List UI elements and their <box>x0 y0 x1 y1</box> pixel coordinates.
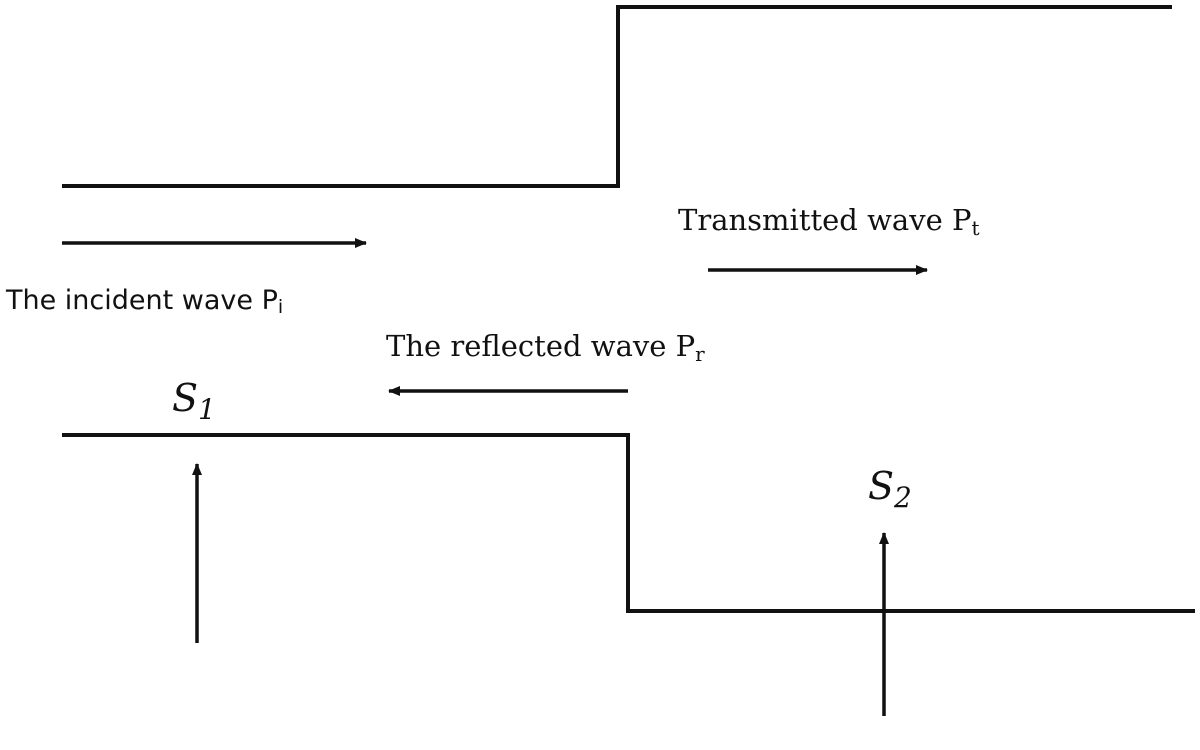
duct-upper-wall <box>62 5 1172 188</box>
s1-area-label: S1 <box>172 376 216 426</box>
reflected-wave-label: The reflected wave Pr <box>386 329 705 366</box>
duct-lower-wall <box>62 433 1195 613</box>
transmitted-wave-label: Transmitted wave Pt <box>678 203 980 240</box>
incident-wave-label: The incident wave Pi <box>5 285 283 318</box>
s2-area-label: S2 <box>868 464 912 514</box>
